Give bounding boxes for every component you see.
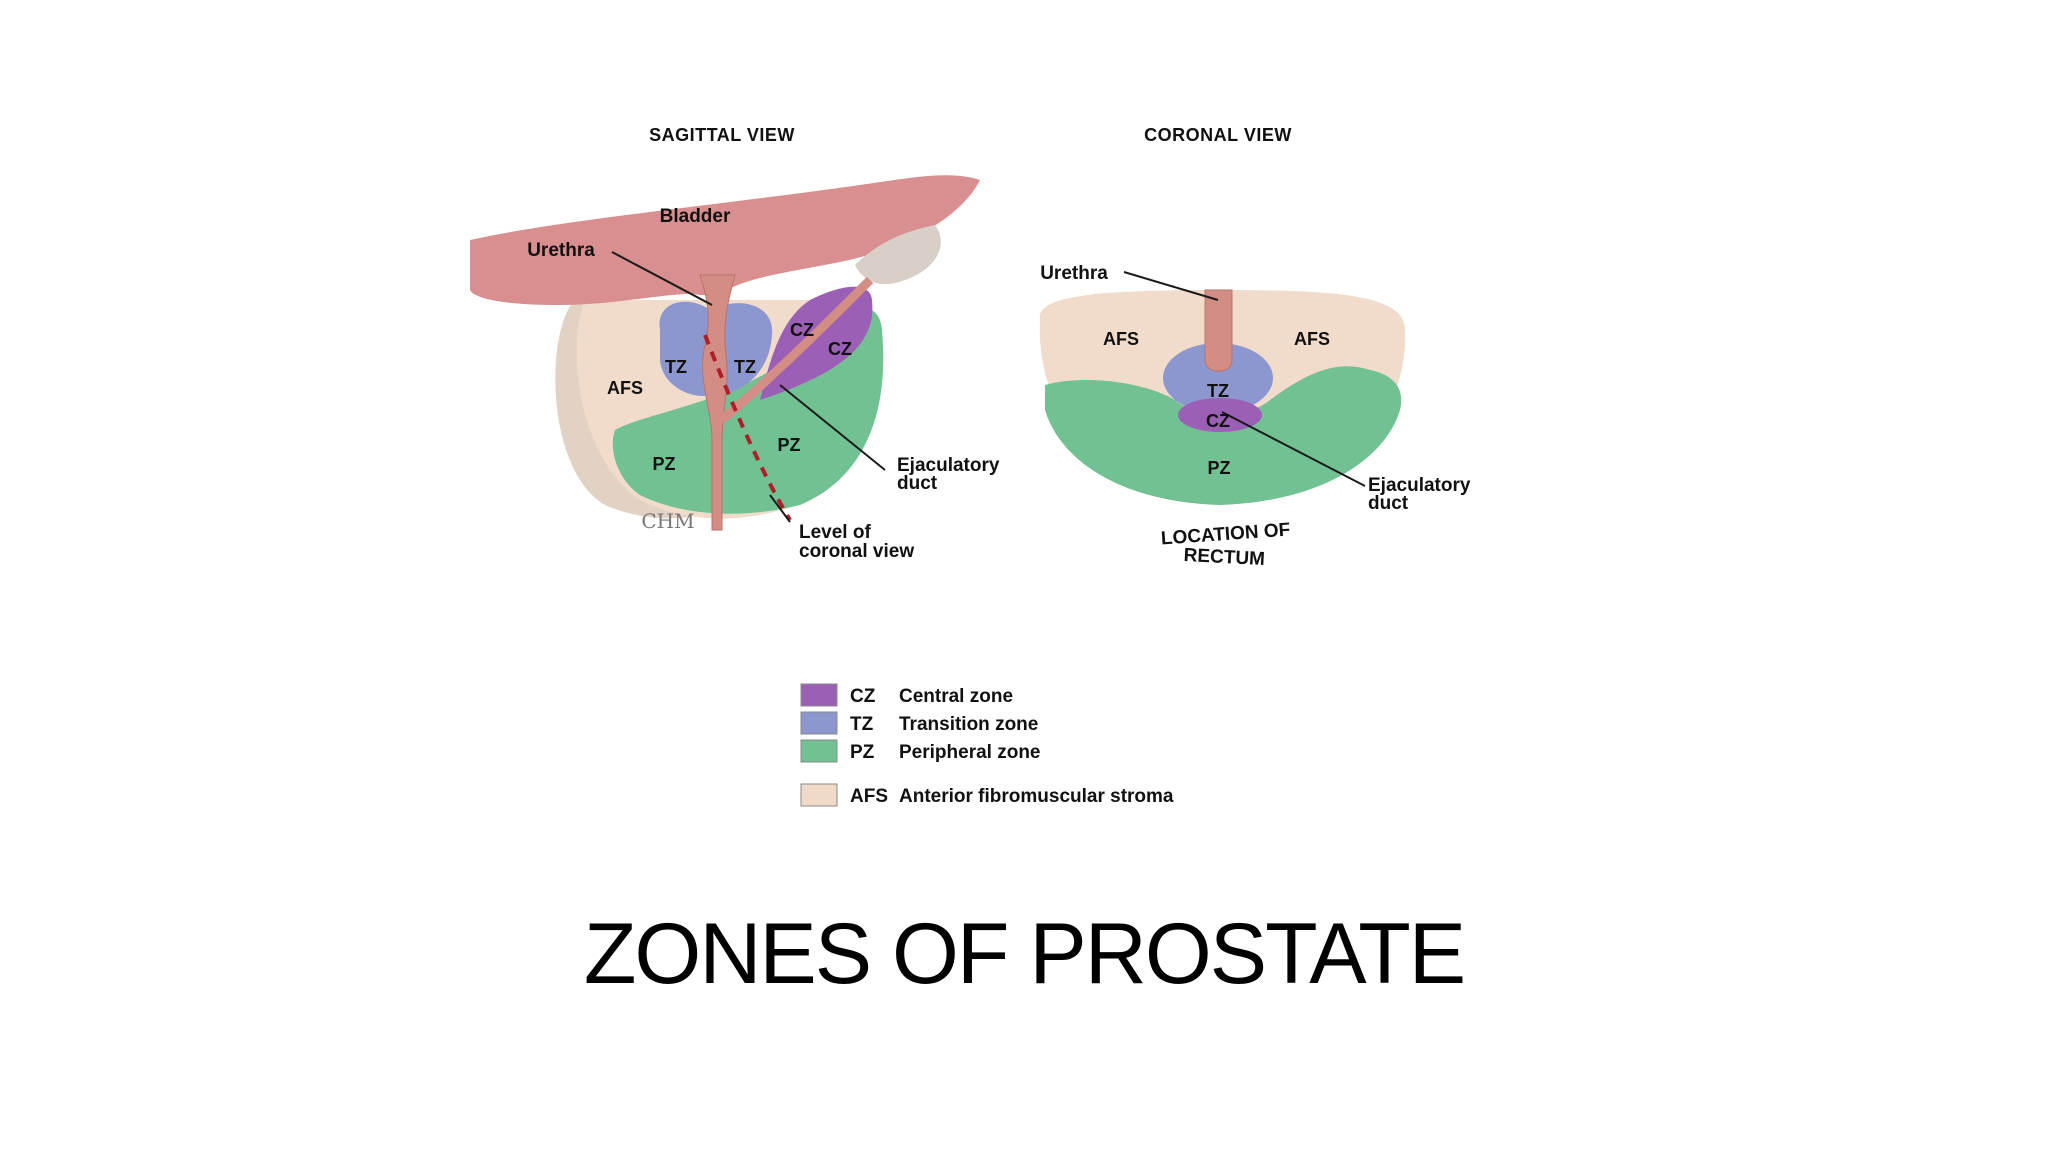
label-ejaculatory-sagittal-2: duct	[897, 473, 938, 494]
leader-ejaculatory-coronal	[1221, 411, 1366, 487]
label-rectum-1: LOCATION OF	[1160, 520, 1291, 550]
label-ejaculatory-coronal-1: Ejaculatory	[1368, 475, 1471, 496]
label-ejaculatory-sagittal-1: Ejaculatory	[897, 455, 1000, 476]
legend-swatch-tz	[800, 711, 838, 735]
leader-ejaculatory-sagittal	[779, 384, 886, 471]
legend-abbr-pz: PZ	[850, 742, 875, 763]
leader-urethra-coronal	[1123, 271, 1219, 301]
label-cz-bottom-sagittal: CZ	[828, 339, 852, 359]
legend-text-afs: Anterior fibromuscular stroma	[899, 786, 1174, 807]
label-pz-coronal: PZ	[1207, 458, 1230, 478]
label-pz-right-sagittal: PZ	[777, 435, 800, 455]
label-cz-top-sagittal: CZ	[790, 320, 814, 340]
coronal-pz-region	[1045, 366, 1402, 505]
label-afs-sagittal: AFS	[607, 378, 643, 398]
legend-abbr-tz: TZ	[850, 714, 874, 735]
slide-title: ZONES OF PROSTATE	[583, 906, 1466, 1002]
label-bladder: Bladder	[660, 206, 731, 227]
label-afs-right-coronal: AFS	[1294, 329, 1330, 349]
label-tz-right-sagittal: TZ	[734, 357, 756, 377]
sagittal-bladder	[470, 175, 980, 305]
coronal-cz-region	[1178, 398, 1262, 432]
sagittal-ejaculatory-duct	[719, 276, 874, 424]
label-tz-left-sagittal: TZ	[665, 357, 687, 377]
label-level-coronal-2: coronal view	[799, 541, 914, 562]
label-rectum-2: RECTUM	[1183, 545, 1265, 570]
sagittal-seminal-vesicle	[855, 225, 941, 285]
sagittal-cz-region	[760, 286, 873, 400]
label-level-coronal-1: Level of	[799, 522, 871, 543]
coronal-view-heading: CORONAL VIEW	[1144, 125, 1292, 145]
artist-signature: CHM	[641, 509, 694, 533]
legend-swatch-afs	[800, 783, 838, 807]
leader-level-coronal	[769, 494, 791, 523]
label-pz-left-sagittal: PZ	[652, 454, 675, 474]
coronal-view: CORONAL VIEW Urethra AFS AFS TZ CZ PZ Ej…	[1039, 125, 1471, 570]
label-urethra-coronal: Urethra	[1040, 263, 1108, 284]
label-afs-left-coronal: AFS	[1103, 329, 1139, 349]
legend-abbr-afs: AFS	[850, 786, 888, 807]
leader-urethra-sagittal	[611, 251, 713, 306]
legend-swatch-cz	[800, 683, 838, 707]
label-cz-coronal: CZ	[1206, 411, 1230, 431]
label-tz-coronal: TZ	[1207, 381, 1229, 401]
sagittal-view: SAGITTAL VIEW Bladder Urethra AFS TZ TZ …	[470, 125, 1000, 562]
coronal-level-line	[703, 334, 792, 522]
legend-abbr-cz: CZ	[850, 686, 876, 707]
label-urethra-sagittal: Urethra	[527, 240, 595, 261]
coronal-urethra	[1204, 289, 1233, 372]
label-ejaculatory-coronal-2: duct	[1368, 493, 1409, 514]
sagittal-view-heading: SAGITTAL VIEW	[649, 125, 795, 145]
legend-text-pz: Peripheral zone	[899, 742, 1041, 763]
legend-swatch-pz	[800, 739, 838, 763]
coronal-tz-region	[1163, 343, 1273, 413]
legend-text-tz: Transition zone	[899, 714, 1038, 735]
legend-text-cz: Central zone	[899, 686, 1013, 707]
